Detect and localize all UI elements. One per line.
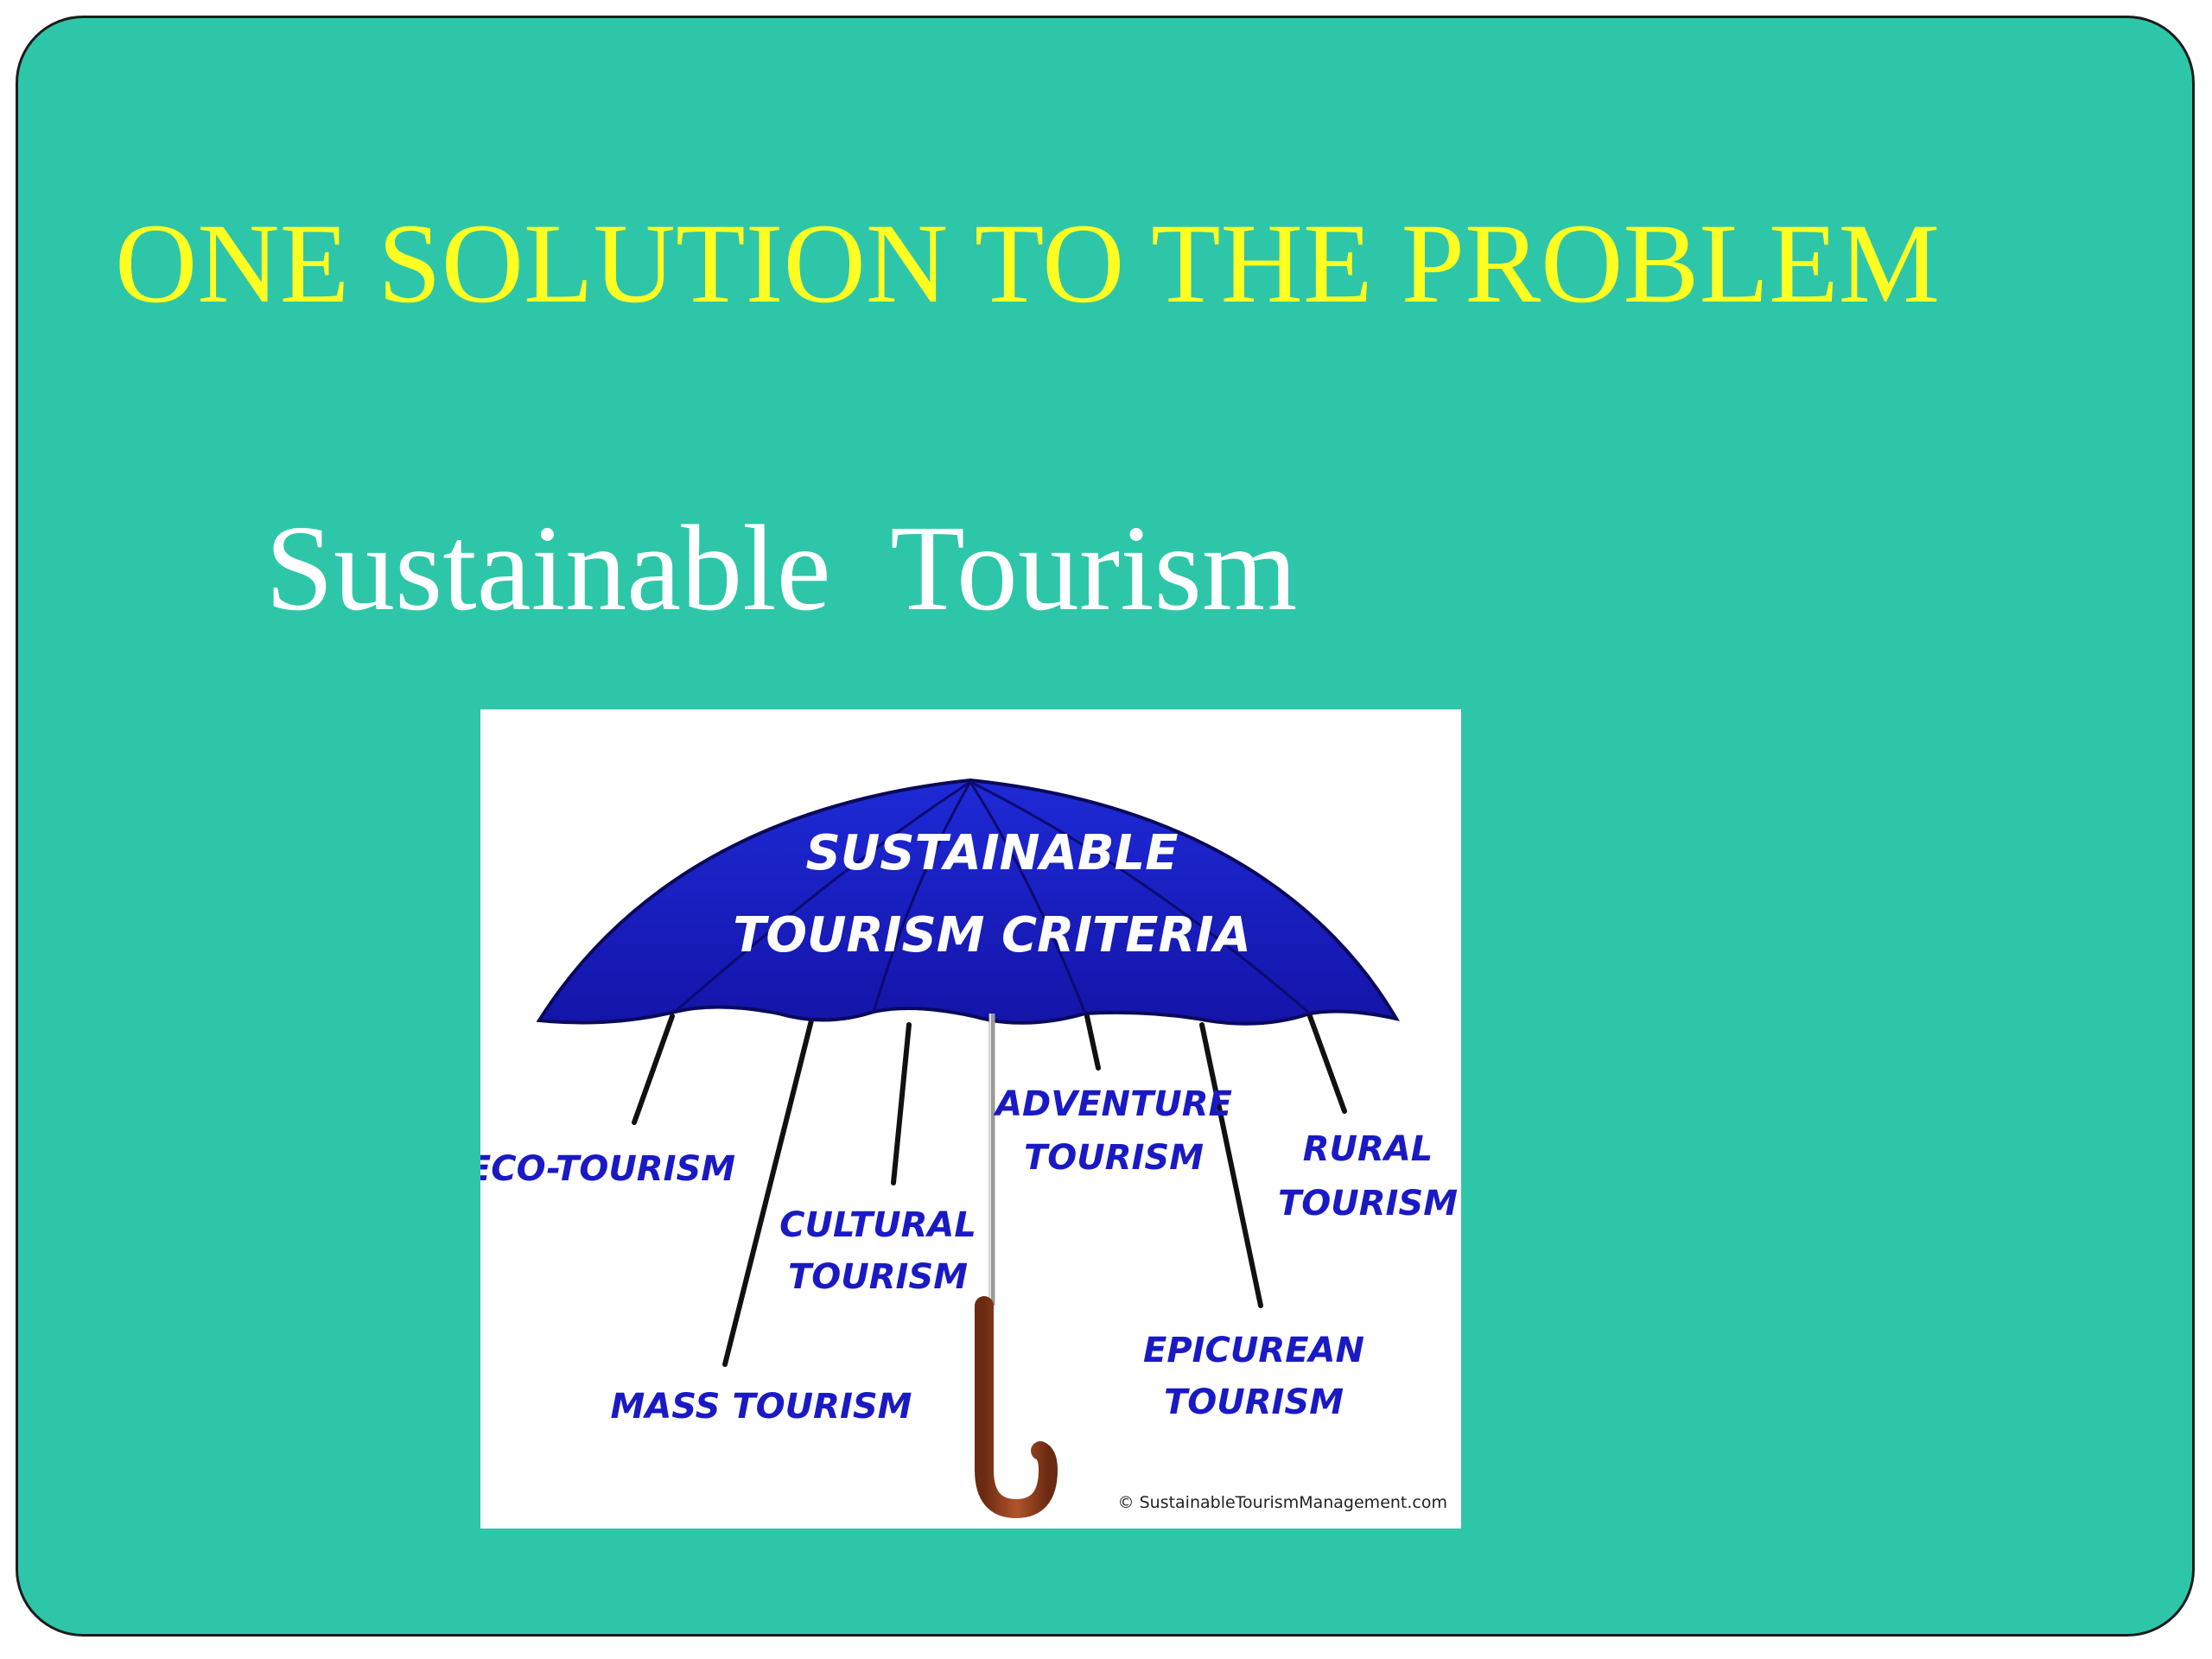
- tourism-label: RURAL: [1303, 1129, 1433, 1169]
- umbrella-icon: [536, 778, 1401, 1519]
- image-credit: © SustainableTourismManagement.com: [1118, 1493, 1447, 1512]
- canopy-text-line-1: SUSTAINABLE: [806, 825, 1179, 881]
- umbrella-figure: SUSTAINABLE TOURISM CRITERIA ECO-TOURISM…: [480, 709, 1461, 1529]
- tourism-label: TOURISM: [1164, 1382, 1344, 1422]
- label-rural-tourism: RURAL TOURISM: [1278, 1129, 1458, 1224]
- slide-subtitle: Sustainable Tourism: [265, 499, 1298, 636]
- tourism-label: TOURISM: [1278, 1184, 1458, 1224]
- tourism-label: TOURISM: [1024, 1138, 1204, 1178]
- label-cultural-tourism: CULTURAL TOURISM: [779, 1205, 976, 1297]
- slide-title: ONE SOLUTION TO THE PROBLEM: [115, 200, 1941, 327]
- label-adventure-tourism: ADVENTURE TOURISM: [993, 1084, 1232, 1178]
- label-epicurean-tourism: EPICUREAN TOURISM: [1143, 1331, 1364, 1422]
- tourism-label: CULTURAL: [779, 1205, 976, 1245]
- label-mass-tourism: MASS TOURISM: [611, 1387, 912, 1427]
- tourism-label: ECO-TOURISM: [480, 1149, 735, 1189]
- tourism-label: ADVENTURE: [993, 1084, 1232, 1124]
- tourism-label: MASS TOURISM: [611, 1387, 912, 1427]
- slide: ONE SOLUTION TO THE PROBLEM Sustainable …: [16, 16, 2195, 1637]
- umbrella-diagram: SUSTAINABLE TOURISM CRITERIA ECO-TOURISM…: [480, 778, 1458, 1519]
- label-eco-tourism: ECO-TOURISM: [480, 1149, 735, 1189]
- tourism-label: TOURISM: [788, 1257, 968, 1297]
- tourism-label: EPICUREAN: [1143, 1331, 1364, 1370]
- canopy-text-line-2: TOURISM CRITERIA: [733, 907, 1251, 963]
